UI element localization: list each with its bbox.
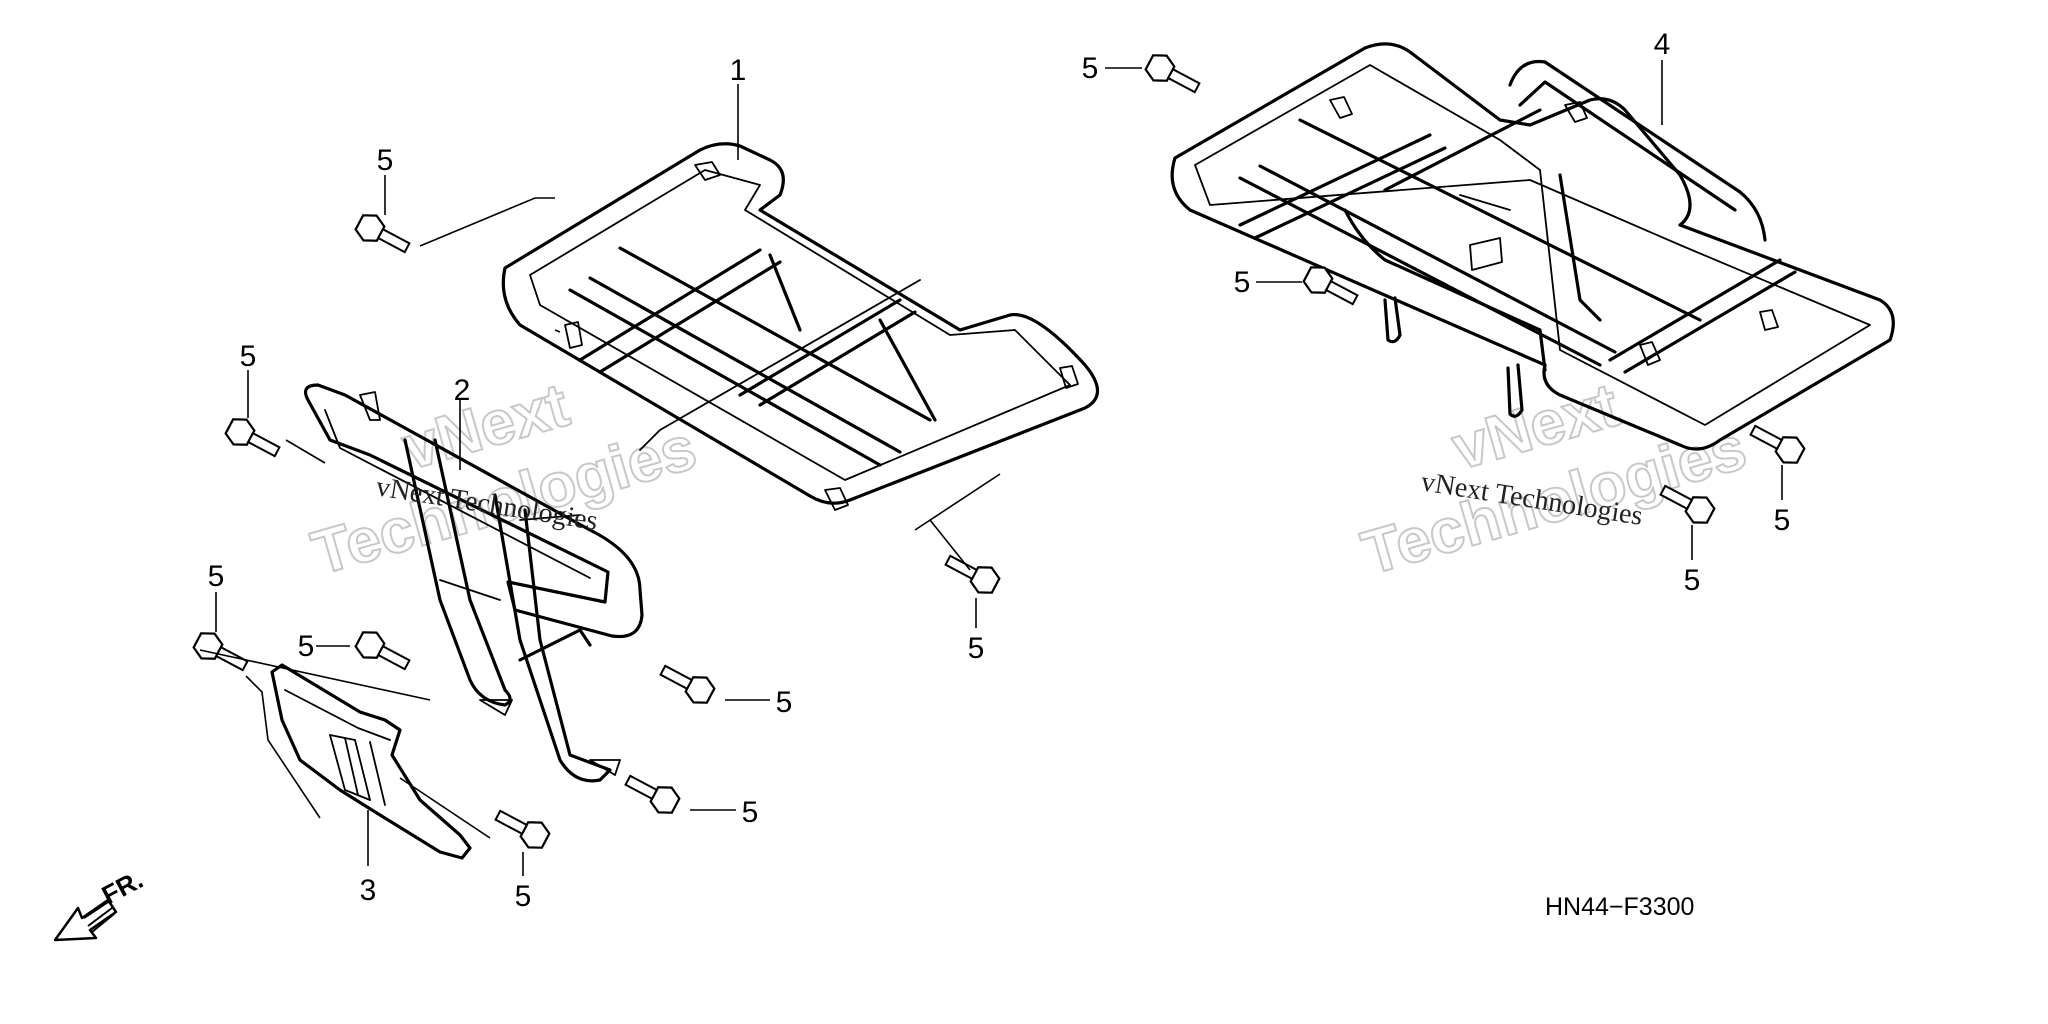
callout-bolt-f: 5	[742, 796, 759, 829]
guard-part-2	[285, 383, 644, 783]
callout-bolt-c: 5	[208, 560, 225, 593]
front-arrow-icon	[53, 898, 118, 942]
bolt-7	[494, 809, 551, 849]
watermark-right: vNext Technologies	[1354, 370, 1755, 590]
callout-bolt-b: 5	[240, 340, 257, 373]
callout-bolt-a: 5	[377, 144, 394, 177]
callout-part-4: 4	[1654, 28, 1671, 61]
callout-bolt-k: 5	[1774, 504, 1791, 537]
bolt-2	[224, 418, 281, 458]
bolt-1	[354, 214, 411, 254]
bolt-3	[192, 632, 249, 672]
carrier-part-1	[419, 142, 1100, 531]
front-indicator: FR.	[53, 864, 148, 942]
leader-lines	[199, 60, 1783, 876]
callout-bolt-g: 5	[515, 880, 532, 913]
bolt-9	[1144, 54, 1201, 94]
callout-bolt-i: 5	[1082, 52, 1099, 85]
callout-bolt-l: 5	[1684, 564, 1701, 597]
bolt-4	[354, 631, 411, 671]
callout-bolt-h: 5	[968, 632, 985, 665]
callout-bolt-d: 5	[298, 630, 315, 663]
bolt-6	[624, 774, 681, 814]
drawing-code: HN44−F3300	[1545, 893, 1694, 921]
callout-part-1: 1	[730, 54, 747, 87]
callout-part-3: 3	[360, 874, 377, 907]
callout-bolt-e: 5	[776, 686, 793, 719]
callout-numbers: 1 2 3 4 5 5 5 5 5 5 5 5 5 5 5 5	[208, 28, 1791, 913]
bolt-10	[1302, 266, 1359, 306]
callout-part-2: 2	[454, 374, 471, 407]
bolt-8	[944, 554, 1001, 594]
rack-part-4	[1170, 42, 1895, 451]
skid-plate-part-3	[245, 663, 491, 860]
callout-bolt-j: 5	[1234, 266, 1251, 299]
bolt-12	[1659, 484, 1716, 524]
bolt-11	[1749, 424, 1806, 464]
bolt-group	[192, 54, 1806, 849]
bolt-5	[659, 664, 716, 704]
